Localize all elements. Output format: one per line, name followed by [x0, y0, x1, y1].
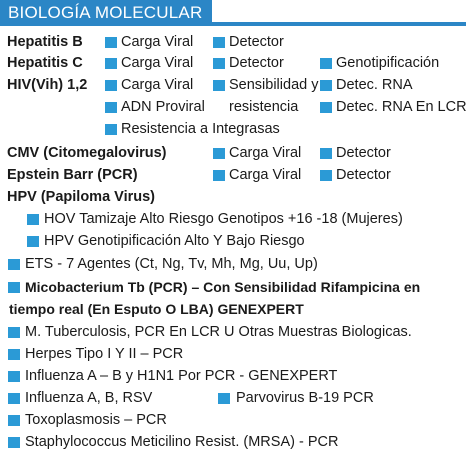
bullet-square-icon: [8, 371, 20, 382]
list-item-influenza-h1n1: Influenza A – B y H1N1 Por PCR - GENEXPE…: [25, 368, 338, 384]
test-label-hiv: HIV(Vih) 1,2: [7, 77, 88, 93]
option-carga-viral: Carga Viral: [121, 77, 194, 93]
bullet-square-icon: [320, 102, 332, 113]
list-item-herpes: Herpes Tipo I Y II – PCR: [25, 346, 184, 362]
bullet-square-icon: [320, 58, 332, 69]
list-item-mrsa: Staphylococcus Meticilino Resist. (MRSA)…: [25, 434, 339, 450]
list-item-ets: ETS - 7 Agentes (Ct, Ng, Tv, Mh, Mg, Uu,…: [25, 256, 318, 272]
option-carga-viral: Carga Viral: [121, 34, 194, 50]
list-item-parvovirus: Parvovirus B-19 PCR: [236, 390, 374, 406]
option-hpv-tamizaje: HOV Tamizaje Alto Riesgo Genotipos +16 -…: [44, 211, 403, 227]
bullet-square-icon: [320, 80, 332, 91]
bullet-square-icon: [105, 80, 117, 91]
test-label-hepatitis-c: Hepatitis C: [7, 55, 83, 71]
bullet-square-icon: [320, 148, 332, 159]
option-detector: Detector: [229, 34, 284, 50]
bullet-square-icon: [213, 148, 225, 159]
list-item-micobacterium-cont: tiempo real (En Esputo O LBA) GENEXPERT: [9, 301, 304, 317]
list-item-influenza-rsv: Influenza A, B, RSV: [25, 390, 153, 406]
bullet-square-icon: [8, 282, 20, 293]
option-carga-viral: Carga Viral: [121, 55, 194, 71]
option-hpv-genotipificacion: HPV Genotipificación Alto Y Bajo Riesgo: [44, 233, 305, 249]
bullet-square-icon: [105, 102, 117, 113]
option-carga-viral: Carga Viral: [229, 167, 302, 183]
bullet-square-icon: [218, 393, 230, 404]
bullet-square-icon: [320, 170, 332, 181]
option-resistencia: resistencia: [229, 99, 299, 115]
test-label-cmv: CMV (Citomegalovirus): [7, 145, 167, 161]
bullet-square-icon: [105, 58, 117, 69]
bullet-square-icon: [213, 58, 225, 69]
test-label-epstein-barr: Epstein Barr (PCR): [7, 167, 138, 183]
option-adn-proviral: ADN Proviral: [121, 99, 205, 115]
bullet-square-icon: [8, 349, 20, 360]
bullet-square-icon: [213, 80, 225, 91]
option-detector: Detector: [336, 167, 391, 183]
bullet-square-icon: [105, 124, 117, 135]
header-band: [0, 0, 212, 26]
bullet-square-icon: [8, 437, 20, 448]
list-item-micobacterium: Micobacterium Tb (PCR) – Con Sensibilida…: [25, 279, 421, 295]
section-title: BIOLOGÍA MOLECULAR: [8, 3, 203, 22]
bullet-square-icon: [213, 170, 225, 181]
list-item-toxoplasmosis: Toxoplasmosis – PCR: [25, 412, 167, 428]
option-sensibilidad: Sensibilidad y: [229, 77, 319, 93]
header-underline: [0, 22, 466, 26]
test-label-hpv: HPV (Papiloma Virus): [7, 189, 155, 205]
bullet-square-icon: [8, 415, 20, 426]
option-genotipificacion: Genotipificación: [336, 55, 440, 71]
bullet-square-icon: [105, 37, 117, 48]
option-detec-rna-lcr: Detec. RNA En LCR: [336, 99, 466, 115]
list-item-tuberculosis: M. Tuberculosis, PCR En LCR U Otras Mues…: [25, 324, 412, 340]
option-detec-rna: Detec. RNA: [336, 77, 413, 93]
option-detector: Detector: [336, 145, 391, 161]
bullet-square-icon: [213, 37, 225, 48]
option-resistencia-integrasas: Resistencia a Integrasas: [121, 121, 280, 137]
bullet-square-icon: [27, 214, 39, 225]
section-header: BIOLOGÍA MOLECULAR: [0, 0, 466, 26]
bullet-square-icon: [27, 236, 39, 247]
test-label-hepatitis-b: Hepatitis B: [7, 34, 83, 50]
bullet-square-icon: [8, 393, 20, 404]
bullet-square-icon: [8, 327, 20, 338]
option-carga-viral: Carga Viral: [229, 145, 302, 161]
bullet-square-icon: [8, 259, 20, 270]
option-detector: Detector: [229, 55, 284, 71]
